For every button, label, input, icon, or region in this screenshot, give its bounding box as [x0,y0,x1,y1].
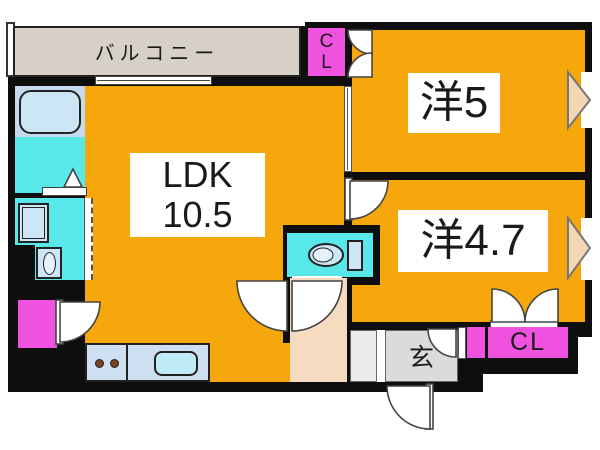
bg-cutout-bottom-right [483,374,600,450]
ldk-label: LDK [162,154,233,195]
sink-counter [126,343,210,382]
balcony-window-line [97,80,210,81]
entrance-door-arc [386,385,431,430]
washroom-opening [84,198,93,280]
balcony: バルコニー [13,26,301,77]
ldk-bedroom5-slider [344,86,352,172]
ldk-label-box: LDK 10.5 [130,153,265,237]
bay-window-bedroom5 [567,69,592,131]
ldk-bedroom5-slider-line [347,88,348,170]
closet-bottom-label: CL [510,328,546,356]
entrance-inner-door-arc [427,328,457,358]
bay-window-bedroom47 [567,214,592,282]
bedroom-5-label: 洋5 [419,78,489,127]
closet-bottom-door-right [524,288,559,323]
washbasin-bowl [43,252,56,275]
bedroom-4-7-label: 洋4.7 [420,216,526,265]
closet-bottom: CL [488,327,568,358]
bedroom47-door-arc [349,180,389,220]
utility-space [18,300,57,348]
shoe-box [467,327,485,358]
kitchen-sink [154,351,198,376]
closet-bottom-door-left [491,288,526,323]
burner-left [95,359,104,368]
burner-right [110,359,119,368]
closet-top-door-lower [347,52,373,78]
toilet-tank [347,240,363,271]
bathroom-door-triangle [62,167,84,188]
toilet-door-arc [291,280,343,332]
washing-machine-pan-inner [22,207,45,239]
balcony-label: バルコニー [94,43,220,65]
ldk-hall-door-arc [236,280,288,332]
entrance-door-leaf-side [458,327,466,359]
closet-top-door-upper [347,29,373,55]
washing-machine-pan [18,203,49,243]
ldk-size-label: 10.5 [162,194,233,235]
entrance-label: 玄 [408,344,434,372]
bg-cutout-top [0,0,305,26]
entrance-divider [377,330,385,382]
closet-top: C L [308,28,345,76]
stove-counter [85,343,128,382]
ldk-room-kitchen-floor [210,343,290,382]
bedroom-5-label-box: 洋5 [408,73,500,133]
washbasin [36,247,62,279]
entrance-step [350,330,377,382]
ldk-west-door-arc [59,301,101,343]
bathtub [19,90,81,134]
closet-top-label-l: L [321,52,332,73]
closet-top-label-c: C [319,31,334,52]
toilet-bowl-inner [312,247,334,263]
bedroom-4-7-label-box: 洋4.7 [398,210,548,272]
